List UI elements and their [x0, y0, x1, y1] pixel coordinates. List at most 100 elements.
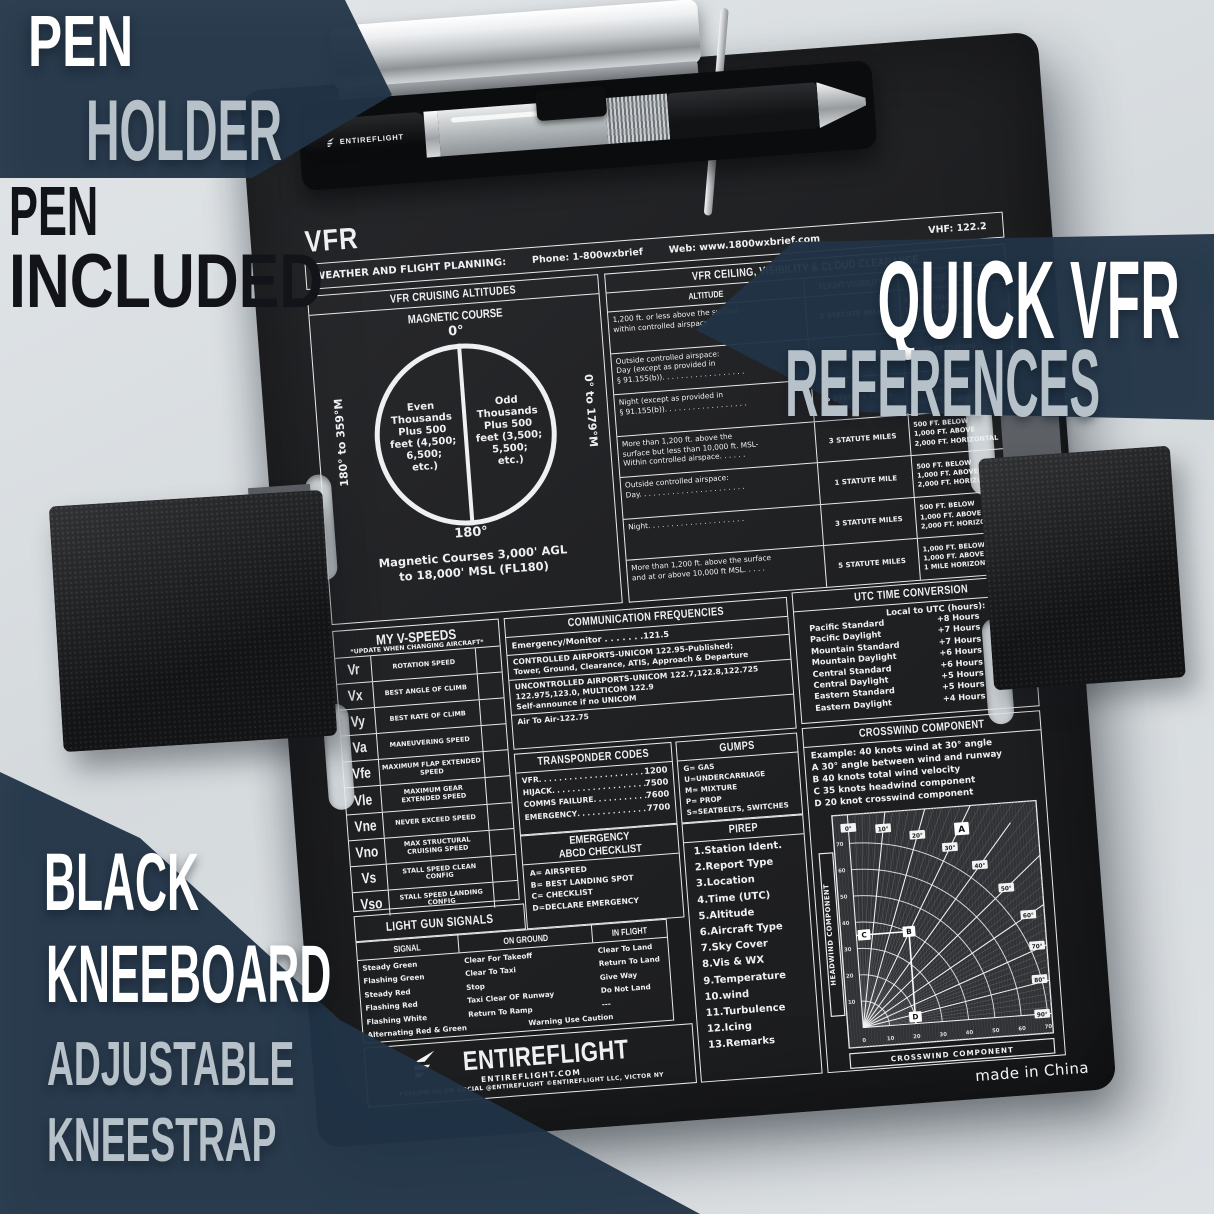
vspeed-code: Vle: [344, 786, 383, 815]
callout-kneestrap: KNEESTRAP: [47, 1106, 277, 1175]
vfr-reference-sheet: VFR WEATHER AND FLIGHT PLANNING: Phone: …: [302, 180, 1066, 1108]
svg-text:40°: 40°: [974, 863, 985, 870]
odd-thousands-text: Odd Thousands Plus 500 feet (3,500; 5,50…: [475, 394, 543, 468]
svg-text:10: 10: [848, 1000, 856, 1007]
visibility-cell: 3 STATUTE MILES: [821, 497, 918, 546]
svg-text:70: 70: [836, 842, 844, 849]
east-course-range-label: 0° to 179°M: [581, 373, 601, 448]
svg-text:0°: 0°: [845, 826, 852, 833]
svg-text:50: 50: [992, 1028, 1000, 1035]
west-course-range-label: 180° to 359°M: [331, 398, 352, 488]
svg-text:HEADWIND COMPONENT: HEADWIND COMPONENT: [822, 883, 838, 986]
visibility-cell: 5 STATUTE MILES: [824, 539, 921, 587]
dot-leader: [577, 804, 648, 820]
planning-vhf: VHF: 122.2: [927, 220, 987, 236]
vspeed-value-blank: [476, 647, 502, 674]
svg-text:60: 60: [1018, 1026, 1026, 1033]
svg-text:20: 20: [846, 973, 854, 980]
vspeed-code: Vr: [335, 656, 373, 684]
pen-holder-clamp: [535, 86, 608, 122]
vspeeds-rows: Vr ROTATION SPEED Vx BEST ANGLE OF CLIMB: [335, 646, 519, 919]
vspeed-value-blank: [486, 777, 512, 804]
callout-black: BLACK: [44, 837, 199, 928]
communication-frequencies-section: COMMUNICATION FREQUENCIES Emergency/Moni…: [503, 596, 797, 750]
vspeed-value-blank: [489, 829, 515, 856]
svg-text:70: 70: [1045, 1024, 1053, 1031]
svg-text:50: 50: [840, 894, 848, 901]
callout-pen: PEN: [28, 2, 134, 82]
callout-holder: HOLDER: [86, 83, 283, 179]
pen-brand-label: ENTIREFLIGHT: [339, 131, 405, 146]
transponder-code: 7700: [646, 800, 671, 813]
svg-text:40: 40: [842, 921, 850, 928]
pen-grip-ribs: [604, 93, 671, 144]
vspeed-value-blank: [491, 855, 517, 882]
crosswind-section: CROSSWIND COMPONENT Example: 40 knots wi…: [801, 710, 1066, 1074]
brand-name: ENTIREFLIGHT: [462, 1033, 630, 1076]
svg-text:20: 20: [913, 1034, 921, 1041]
svg-text:10°: 10°: [878, 827, 889, 834]
vspeeds-section: MY V-SPEEDS *UPDATE WHEN CHANGING AIRCRA…: [332, 618, 520, 919]
svg-text:90°: 90°: [1037, 1012, 1048, 1019]
transponder-rows: VFR 1200 HIJACK 7500 COMMS FAILURE: [516, 762, 675, 824]
entireflight-mini-logo-icon: [327, 136, 335, 147]
kneestrap-left: [48, 489, 338, 753]
transponder-codes-section: TRANSPONDER CODES VFR 1200 HIJACK 7: [513, 741, 678, 836]
svg-text:70°: 70°: [1032, 944, 1043, 951]
pen-holder-clip: ENTIREFLIGHT: [303, 111, 427, 167]
comm-blocks: Emergency/Monitor . . . . . . .121.5 CON…: [506, 617, 795, 730]
vspeed-code: Vs: [350, 864, 389, 893]
svg-text:60°: 60°: [1023, 913, 1034, 920]
vspeed-code: Vy: [339, 708, 377, 736]
vspeed-value-blank: [478, 673, 504, 700]
callout-references: REFERENCES: [785, 330, 1100, 437]
svg-text:30°: 30°: [944, 845, 955, 852]
svg-text:A: A: [958, 825, 966, 835]
transponder-code: 7600: [645, 788, 670, 801]
kneeboard: ENTIREFLIGHT VFR WEATHER AND FLIGHT PLAN…: [239, 0, 1117, 1149]
kneestrap-right: [978, 445, 1186, 691]
pen-tip: [816, 79, 867, 128]
vspeed-code: Va: [341, 734, 379, 762]
vspeed-value-blank: [482, 725, 508, 752]
svg-text:0: 0: [862, 1038, 866, 1044]
svg-text:30: 30: [939, 1032, 947, 1039]
even-thousands-text: Even Thousands Plus 500 feet (4,500; 6,5…: [389, 400, 457, 474]
svg-text:B: B: [906, 927, 913, 936]
callout-pen-included-line2: INCLUDED: [9, 239, 324, 324]
svg-text:10: 10: [887, 1036, 895, 1043]
vspeed-code: Vne: [346, 812, 385, 841]
visibility-cell: 1 STATUTE MILE: [817, 456, 915, 504]
transponder-label: VFR: [521, 774, 540, 786]
svg-text:30: 30: [844, 947, 852, 954]
vspeed-value-blank: [480, 699, 506, 726]
pen: ENTIREFLIGHT: [303, 79, 868, 167]
svg-text:60: 60: [838, 868, 846, 875]
vspeed-code: Vfe: [343, 760, 381, 789]
cruising-altitudes-section: VFR CRUISING ALTITUDES MAGNETIC COURSE 0…: [306, 274, 623, 626]
svg-text:50°: 50°: [1001, 886, 1012, 893]
callout-pen-included-line1: PEN: [9, 172, 99, 250]
transponder-label: HIJACK: [522, 786, 553, 798]
svg-text:20°: 20°: [912, 833, 923, 840]
made-in-label: made in China: [974, 1058, 1090, 1086]
callout-kneeboard: KNEEBOARD: [46, 929, 332, 1020]
callout-adjustable: ADJUSTABLE: [47, 1030, 295, 1099]
callout-quick-vfr: QUICK VFR: [877, 239, 1181, 362]
vspeed-value-blank: [488, 803, 514, 830]
transponder-code: 7500: [644, 776, 669, 789]
vspeed-value-blank: [484, 751, 510, 778]
svg-text:D: D: [912, 1012, 919, 1021]
magnetic-course-circle: Even Thousands Plus 500 feet (4,500; 6,5…: [368, 336, 564, 533]
vspeed-code: Vx: [337, 682, 375, 710]
planning-phone: Phone: 1-800wxbrief: [531, 246, 644, 266]
planning-label: WEATHER AND FLIGHT PLANNING:: [314, 256, 507, 282]
lightgun-table: SIGNAL ON GROUND IN FLIGHT Steady Green …: [355, 918, 675, 1044]
